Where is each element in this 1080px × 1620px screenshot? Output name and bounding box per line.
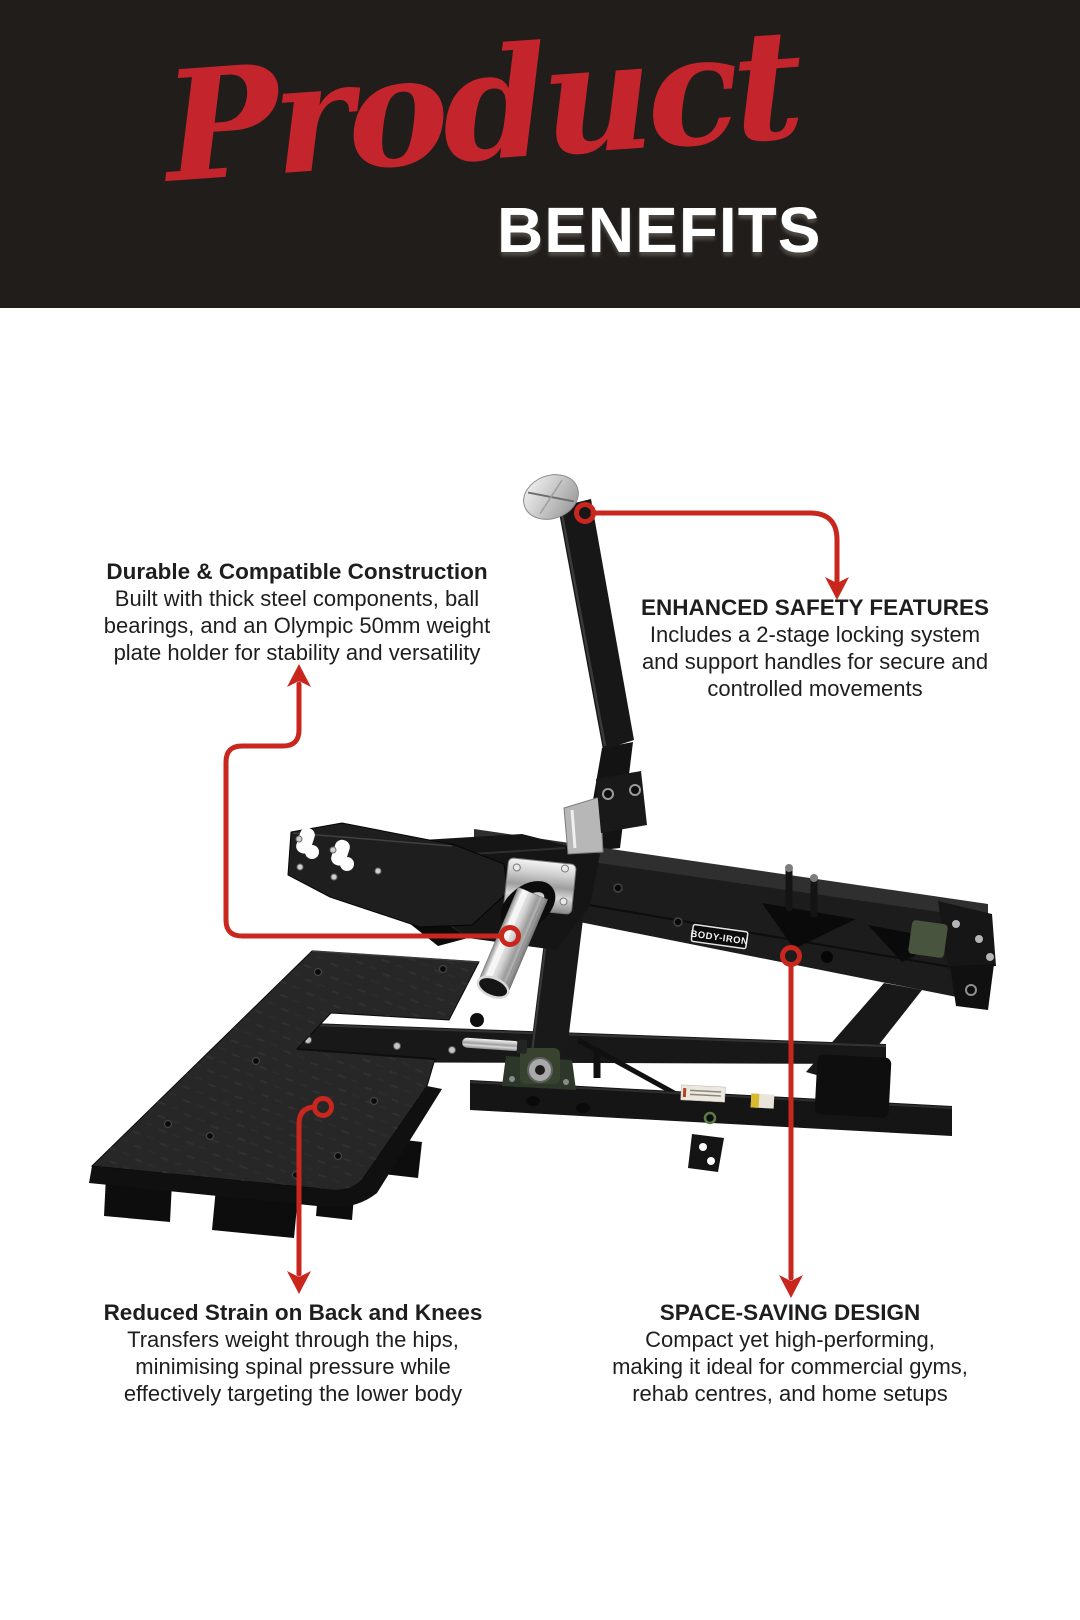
callout-enhanced-safety: ENHANCED SAFETY FEATURES Includes a 2-st…	[613, 594, 1017, 702]
callout-line: Built with thick steel components, ball	[114, 586, 480, 611]
beam-end-bracket	[908, 901, 996, 1010]
connector-space-saving	[779, 945, 803, 1298]
header-band: Product BENEFITS	[0, 0, 1080, 308]
callout-line: plate holder for stability and versatili…	[113, 640, 481, 665]
callout-reduced-strain: Reduced Strain on Back and Knees Transfe…	[83, 1299, 503, 1407]
arm-clamp	[596, 771, 647, 833]
callout-line: minimising spinal pressure while	[135, 1354, 451, 1379]
foot-platform	[89, 950, 480, 1238]
warning-sticker	[680, 1084, 726, 1103]
callout-title: SPACE-SAVING DESIGN	[659, 1300, 921, 1325]
weight-post	[470, 886, 549, 1027]
j-hook-bracket	[287, 822, 509, 928]
header-title: BENEFITS	[497, 194, 822, 266]
callout-title: Reduced Strain on Back and Knees	[103, 1300, 483, 1325]
callout-line: rehab centres, and home setups	[632, 1381, 948, 1406]
callout-line: bearings, and an Olympic 50mm weight	[103, 613, 491, 638]
base-frame	[282, 983, 953, 1172]
chrome-cap	[523, 474, 579, 520]
callout-space-saving: SPACE-SAVING DESIGN Compact yet high-per…	[586, 1299, 994, 1407]
connector-enhanced-safety	[574, 502, 849, 600]
callout-line: and support handles for secure and	[641, 649, 989, 674]
connector-reduced-strain	[287, 1096, 334, 1294]
label-sticker	[750, 1093, 775, 1109]
callout-line: Compact yet high-performing,	[645, 1327, 935, 1352]
callout-title: ENHANCED SAFETY FEATURES	[641, 595, 989, 620]
callout-durable-construction: Durable & Compatible Construction Built …	[85, 558, 509, 666]
callout-line: effectively targeting the lower body	[123, 1381, 463, 1406]
callout-line: making it ideal for commercial gyms,	[612, 1354, 968, 1379]
callout-line: Transfers weight through the hips,	[127, 1327, 459, 1352]
chrome-gusset	[563, 796, 604, 855]
callout-line: Includes a 2-stage locking system	[649, 622, 981, 647]
brand-label: BODY-IRON	[690, 923, 749, 950]
actuator-rod	[462, 1037, 528, 1054]
pillow-block-bearing	[502, 1048, 576, 1090]
connector-durable-construction	[223, 664, 521, 947]
callout-line: controlled movements	[707, 676, 923, 701]
callout-title: Durable & Compatible Construction	[106, 559, 488, 584]
belt-squat-machine: BODY-IRON	[89, 474, 996, 1238]
